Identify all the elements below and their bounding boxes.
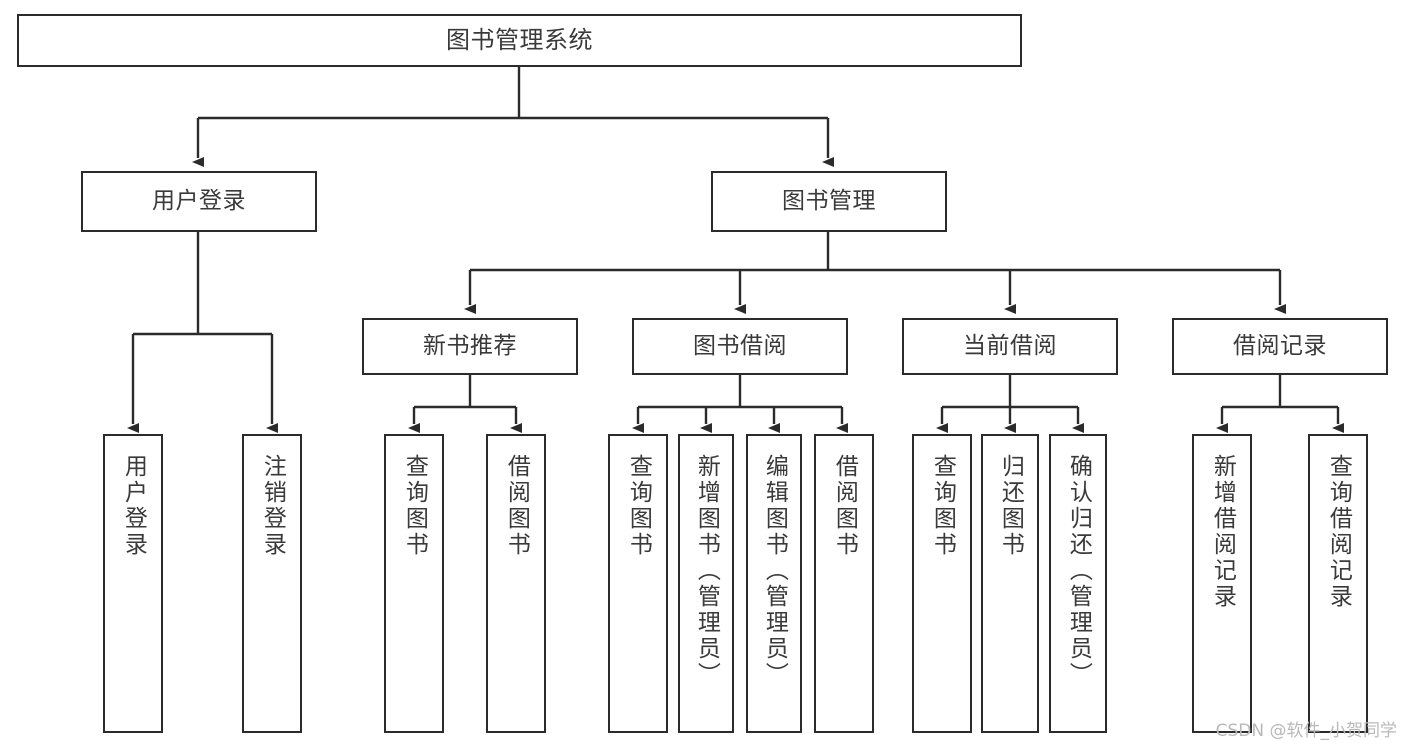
leaf-borrow-book[interactable]: 借阅图书 — [814, 434, 874, 733]
node-book-management[interactable]: 图书管理 — [711, 171, 947, 232]
node-label: 当前借阅 — [963, 332, 1057, 359]
leaf-borrow-book-recommend[interactable]: 借阅图书 — [486, 434, 546, 733]
node-borrow-record[interactable]: 借阅记录 — [1172, 318, 1388, 375]
node-label: 新增借阅记录 — [1209, 454, 1236, 610]
leaf-confirm-return-admin[interactable]: 确认归还（管理员） — [1049, 434, 1107, 733]
node-label: 查询图书 — [625, 454, 652, 558]
leaf-query-book-recommend[interactable]: 查询图书 — [384, 434, 444, 733]
node-label: 图书借阅 — [693, 332, 787, 359]
node-label: 借阅图书 — [503, 454, 530, 558]
csdn-watermark: CSDN @软件_小贺同学 — [1215, 721, 1397, 741]
node-label: 图书管理系统 — [446, 26, 593, 55]
node-root-system[interactable]: 图书管理系统 — [17, 14, 1022, 67]
node-label: 图书管理 — [782, 187, 876, 214]
leaf-query-book-current[interactable]: 查询图书 — [912, 434, 972, 733]
node-label: 新书推荐 — [423, 332, 517, 359]
node-user-login[interactable]: 用户登录 — [81, 171, 317, 232]
node-label: 注销登录 — [259, 454, 286, 558]
leaf-edit-book-admin[interactable]: 编辑图书（管理员） — [746, 434, 802, 733]
node-label: 用户登录 — [120, 454, 147, 558]
node-label: 确认归还（管理员） — [1065, 454, 1092, 688]
node-label: 查询借阅记录 — [1325, 454, 1352, 610]
leaf-logout[interactable]: 注销登录 — [242, 434, 302, 733]
node-label: 用户登录 — [152, 187, 246, 214]
node-new-book-recommend[interactable]: 新书推荐 — [362, 318, 578, 375]
leaf-user-login[interactable]: 用户登录 — [103, 434, 163, 733]
leaf-add-book-admin[interactable]: 新增图书（管理员） — [678, 434, 734, 733]
node-label: 查询图书 — [401, 454, 428, 558]
leaf-query-book-borrow[interactable]: 查询图书 — [608, 434, 668, 733]
node-label: 借阅记录 — [1233, 332, 1327, 359]
leaf-add-borrow-record[interactable]: 新增借阅记录 — [1192, 434, 1252, 733]
leaf-query-borrow-record[interactable]: 查询借阅记录 — [1308, 434, 1368, 733]
node-current-borrow[interactable]: 当前借阅 — [902, 318, 1118, 375]
node-book-borrow[interactable]: 图书借阅 — [632, 318, 848, 375]
node-label: 借阅图书 — [831, 454, 858, 558]
leaf-return-book[interactable]: 归还图书 — [981, 434, 1039, 733]
node-label: 查询图书 — [929, 454, 956, 558]
node-label: 新增图书（管理员） — [693, 454, 720, 688]
node-label: 编辑图书（管理员） — [761, 454, 788, 688]
node-label: 归还图书 — [997, 454, 1024, 558]
